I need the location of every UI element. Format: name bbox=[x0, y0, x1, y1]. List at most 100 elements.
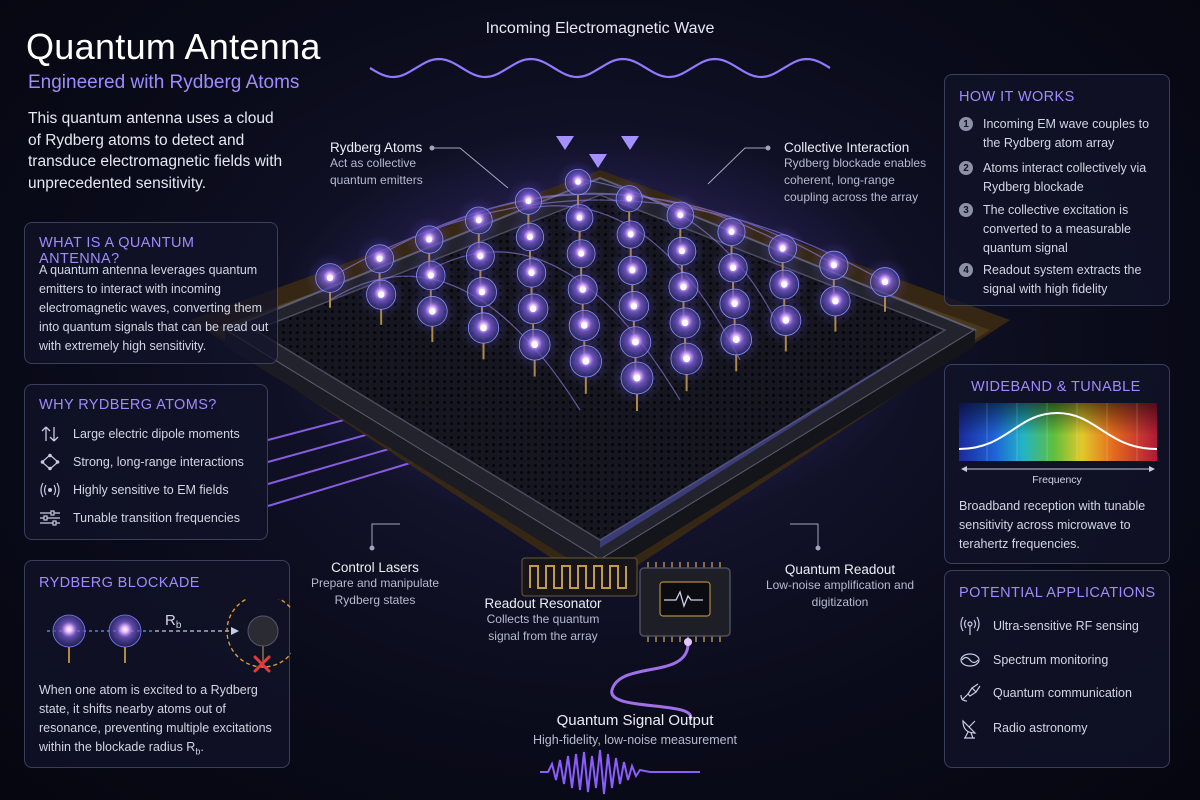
callout-title: Collective Interaction bbox=[784, 140, 910, 155]
tuning-sliders-icon bbox=[37, 509, 63, 527]
panel-heading: HOW IT WORKS bbox=[959, 89, 1075, 105]
radio-signal-icon bbox=[37, 481, 63, 499]
rydberg-atom bbox=[658, 227, 706, 280]
panel-text: Broadband reception with tunable sensiti… bbox=[959, 499, 1146, 551]
how-step: 1 Incoming EM wave couples to the Rydberg… bbox=[959, 115, 1159, 153]
application-label: Ultra-sensitive RF sensing bbox=[993, 619, 1139, 633]
how-it-works-panel: HOW IT WORKS 1 Incoming EM wave couples t… bbox=[944, 74, 1170, 306]
rydberg-atom bbox=[710, 313, 763, 372]
callout-readout-resonator: Readout Resonator Collects the quantum s… bbox=[478, 596, 608, 645]
why-item-label: Strong, long-range interactions bbox=[73, 455, 244, 469]
callout-text: Low-noise amplification and digitization bbox=[765, 578, 915, 609]
rydberg-atom bbox=[556, 195, 603, 246]
rydberg-atom bbox=[609, 350, 665, 412]
rydberg-atom bbox=[457, 267, 507, 323]
rydberg-atom bbox=[456, 197, 502, 249]
callout-title: Control Lasers bbox=[331, 560, 419, 575]
callout-text: Prepare and manipulate Rydberg states bbox=[310, 576, 440, 607]
rydberg-atom bbox=[657, 192, 703, 243]
rydberg-atom bbox=[507, 248, 556, 303]
blocked-atom bbox=[247, 615, 279, 661]
dipole-arrows-icon bbox=[37, 425, 63, 443]
rydberg-atom bbox=[508, 318, 561, 377]
panel-heading: WIDEBAND & TUNABLE bbox=[971, 379, 1141, 395]
why-item-label: Large electric dipole moments bbox=[73, 427, 240, 441]
radio-telescope-icon bbox=[957, 719, 983, 739]
rydberg-atom bbox=[559, 334, 613, 394]
application-label: Spectrum monitoring bbox=[993, 653, 1109, 667]
step-text: The collective excitation is converted t… bbox=[983, 203, 1132, 255]
blocked-x-icon bbox=[253, 655, 271, 673]
panel-heading: WHAT IS A QUANTUM ANTENNA? bbox=[39, 235, 195, 267]
rydberg-atom bbox=[407, 286, 458, 343]
application-label: Radio astronomy bbox=[993, 721, 1088, 735]
panel-text: A quantum antenna leverages quantum emit… bbox=[39, 263, 269, 353]
why-item: Tunable transition frequencies bbox=[37, 509, 240, 527]
page-subtitle: Engineered with Rydberg Atoms bbox=[28, 72, 300, 93]
readout-chip bbox=[639, 562, 731, 642]
interaction-network-icon bbox=[37, 453, 63, 471]
why-item: Large electric dipole moments bbox=[37, 425, 240, 443]
rydberg-atom bbox=[760, 294, 812, 352]
page-title: Quantum Antenna bbox=[26, 26, 321, 67]
why-item: Strong, long-range interactions bbox=[37, 453, 244, 471]
rydberg-blockade-panel: RYDBERG BLOCKADE Rb When one atom is exc… bbox=[24, 560, 291, 768]
step-text: Incoming EM wave couples to the Rydberg … bbox=[983, 117, 1150, 150]
callout-signal-output: Quantum Signal Output High-fidelity, low… bbox=[500, 712, 770, 749]
frequency-axis-label: Frequency bbox=[1032, 474, 1082, 486]
callout-control-lasers: Control Lasers Prepare and manipulate Ry… bbox=[296, 560, 466, 609]
excited-atom bbox=[108, 614, 142, 663]
step-number: 1 bbox=[959, 117, 973, 131]
application-item: Ultra-sensitive RF sensing bbox=[957, 616, 1139, 635]
why-item-label: Tunable transition frequencies bbox=[73, 511, 240, 525]
application-item: Radio astronomy bbox=[957, 719, 1088, 739]
rydberg-atom bbox=[658, 262, 709, 318]
rydberg-atom bbox=[305, 253, 355, 308]
callout-title: Rydberg Atoms bbox=[330, 140, 423, 155]
applications-panel: POTENTIAL APPLICATIONS Ultra-sensitive R… bbox=[944, 570, 1170, 768]
why-item-label: Highly sensitive to EM fields bbox=[73, 483, 229, 497]
rf-antenna-icon bbox=[957, 616, 983, 635]
why-item: Highly sensitive to EM fields bbox=[37, 481, 229, 499]
application-item: Quantum communication bbox=[957, 683, 1132, 702]
callout-text: Act as collective quantum emitters bbox=[330, 156, 423, 187]
step-number: 4 bbox=[959, 263, 973, 277]
readout-resonator bbox=[521, 557, 638, 597]
wideband-panel: WIDEBAND & TUNABLE Frequenc bbox=[944, 364, 1170, 564]
callout-title: Readout Resonator bbox=[484, 596, 602, 611]
rydberg-atom bbox=[659, 332, 714, 392]
panel-heading: POTENTIAL APPLICATIONS bbox=[959, 585, 1156, 601]
how-step: 3 The collective excitation is converted … bbox=[959, 201, 1159, 258]
frequency-spectrum: Frequency bbox=[958, 403, 1158, 486]
callout-text: Rydberg blockade enables coherent, long-… bbox=[784, 156, 927, 204]
callout-title: Quantum Signal Output bbox=[556, 712, 714, 729]
rydberg-atom bbox=[457, 302, 510, 360]
panel-heading: RYDBERG BLOCKADE bbox=[39, 575, 200, 591]
callout-quantum-readout: Quantum Readout Low-noise amplification … bbox=[760, 562, 920, 611]
step-number: 3 bbox=[959, 203, 973, 217]
panel-heading: WHY RYDBERG ATOMS? bbox=[39, 397, 217, 413]
blockade-diagram: Rb bbox=[47, 599, 291, 673]
rydberg-atom bbox=[556, 160, 600, 209]
blockade-radius-label: Rb bbox=[165, 612, 182, 631]
callout-text: High-fidelity, low-noise measurement bbox=[532, 733, 738, 747]
satellite-link-icon bbox=[957, 683, 983, 702]
rydberg-atom bbox=[759, 259, 809, 315]
excited-atom bbox=[52, 614, 86, 663]
callout-title: Quantum Readout bbox=[784, 562, 896, 577]
wave-label: Incoming Electromagnetic Wave bbox=[485, 20, 715, 37]
step-number: 2 bbox=[959, 161, 973, 175]
rydberg-atom bbox=[356, 269, 407, 325]
callout-rydberg-atoms: Rydberg Atoms Act as collective quantum … bbox=[330, 140, 470, 189]
rydberg-atom bbox=[810, 276, 861, 332]
callout-text: Collects the quantum signal from the arr… bbox=[486, 612, 600, 643]
rydberg-atom-array bbox=[305, 160, 910, 412]
rydberg-atom bbox=[860, 257, 910, 312]
what-is-panel: WHAT IS A QUANTUM ANTENNA? A quantum ant… bbox=[24, 222, 278, 364]
blockade-text: When one atom is excited to a Rydberg st… bbox=[39, 683, 272, 757]
why-rydberg-panel: WHY RYDBERG ATOMS? Large electric dipole… bbox=[24, 384, 268, 540]
intro-text: This quantum antenna uses a cloud of Ryd… bbox=[28, 110, 283, 192]
